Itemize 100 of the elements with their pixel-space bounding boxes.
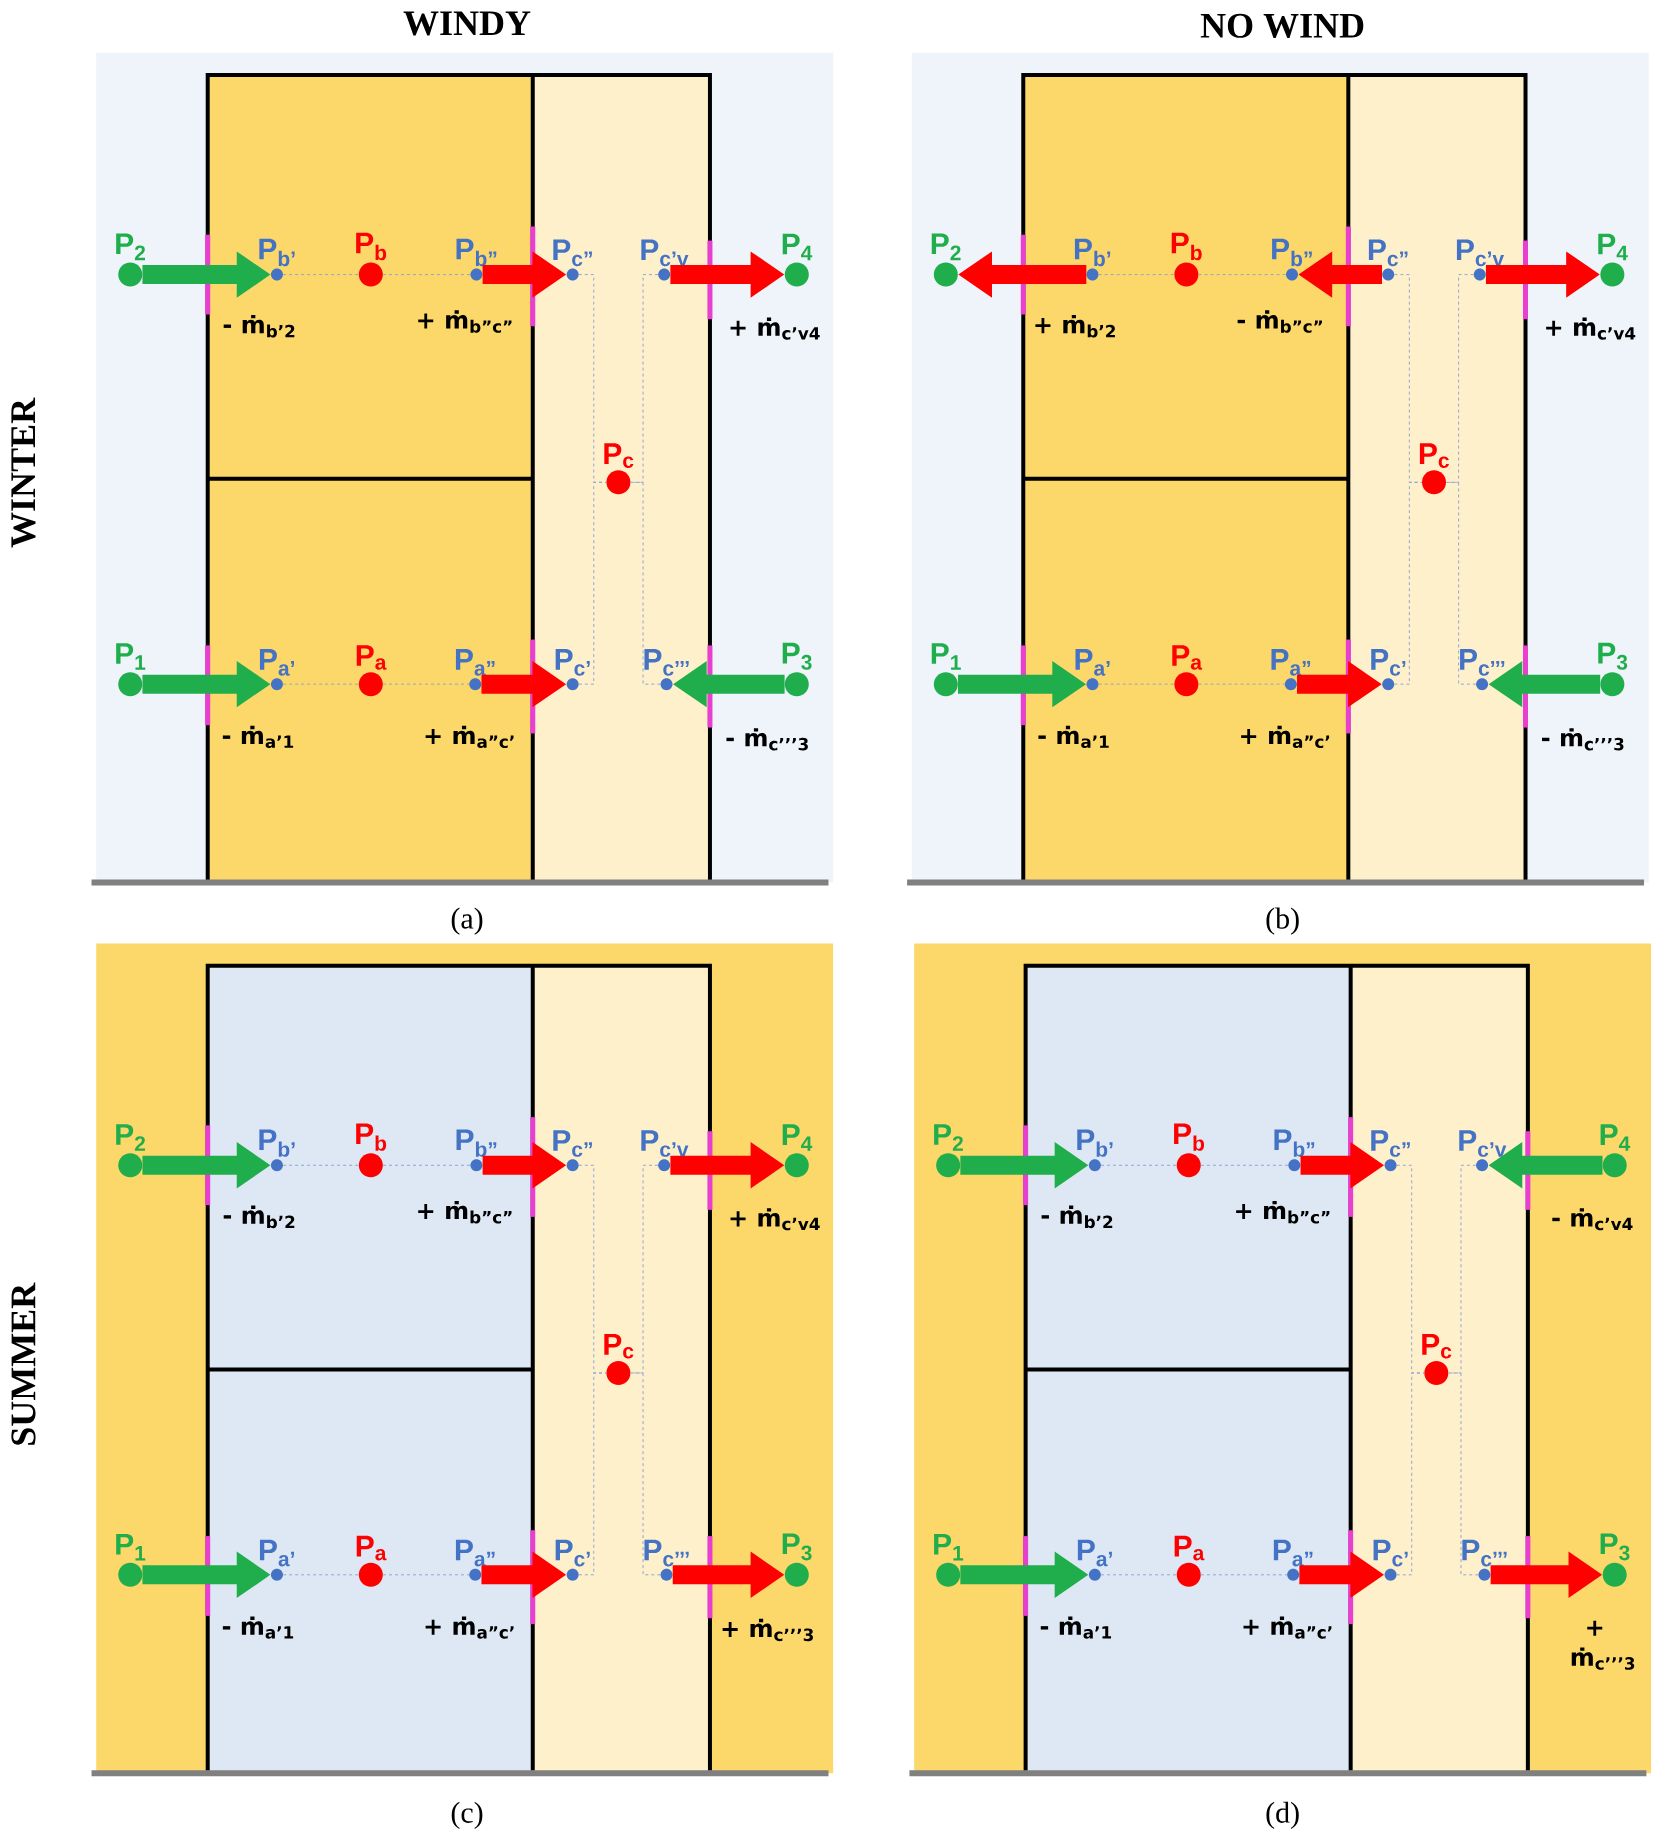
- pressure-point: P$_{1}$: [115, 643, 146, 697]
- flow-label: + ṁ$_{c’v4}$: [1545, 317, 1636, 340]
- dashed-line: [1447, 1372, 1479, 1576]
- pressure-point: P$_{a”}$: [455, 649, 495, 691]
- pressure-point: P$_{2}$: [931, 233, 961, 287]
- dashed-line: [578, 1372, 607, 1576]
- node-label: P$_{c”}$: [553, 1130, 592, 1157]
- node-label: P$_{c}$: [604, 443, 634, 468]
- node-label: P$_{b}$: [1173, 1123, 1204, 1151]
- pressure-point: P$_{c’}$: [555, 1539, 590, 1581]
- flow-label: - ṁ$_{c’v4}$: [1552, 1208, 1633, 1231]
- node-label: P$_{a}$: [356, 1535, 387, 1561]
- node-label: P$_{c’’’}$: [1462, 1539, 1507, 1567]
- node-label: P$_{a’}$: [1077, 1539, 1112, 1567]
- flow-label: + ṁ$_{a”c’}$: [1240, 725, 1329, 749]
- pressure-point: P$_{a}$: [1172, 645, 1202, 697]
- node-label: P$_{a”}$: [1273, 1539, 1313, 1567]
- pressure-point: P$_{c’’’}$: [644, 1539, 689, 1581]
- node-label: P$_{c}$: [1419, 443, 1449, 468]
- flow-label: - ṁ$_{a’1}$: [1040, 1616, 1111, 1639]
- pressure-point: P$_{c’v}$: [1459, 1130, 1507, 1172]
- pressure-point: P$_{c”}$: [1368, 239, 1408, 281]
- dashed-line: [578, 481, 607, 685]
- dashed-line: [1447, 1164, 1477, 1374]
- dashed-line: [1445, 481, 1477, 685]
- node-label: P$_{c}$: [604, 1334, 634, 1359]
- pressure-point: P$_{a’}$: [1075, 649, 1110, 691]
- panel-caption: (a): [451, 907, 483, 935]
- node-label: P$_{1}$: [933, 1533, 963, 1561]
- flow-label: - ṁ$_{b’2}$: [1041, 1205, 1113, 1229]
- pressure-point: P$_{a’}$: [259, 1539, 294, 1581]
- node-label: P$_{3}$: [782, 642, 812, 670]
- dashed-line: [629, 1164, 659, 1374]
- pressure-point: P$_{3}$: [782, 642, 812, 697]
- node-label: P$_{a’}$: [1075, 649, 1110, 676]
- node-label: P$_{c’’’}$: [644, 1539, 689, 1567]
- dashed-line: [282, 683, 359, 685]
- pressure-point: P$_{4}$: [1600, 1124, 1630, 1178]
- dashed-line: [629, 274, 659, 483]
- node-label: P$_{1}$: [115, 643, 146, 670]
- pressure-point: P$_{3}$: [1600, 1533, 1630, 1587]
- dashed-line: [282, 274, 359, 276]
- pressure-point: P$_{c’’’}$: [1462, 1539, 1507, 1581]
- dashed-line: [1197, 274, 1287, 276]
- pressure-point: P$_{b’}$: [259, 238, 295, 281]
- dashed-line: [1393, 481, 1423, 685]
- pressure-point: P$_{b’}$: [1074, 238, 1110, 281]
- pressure-point: P$_{b}$: [1171, 232, 1202, 287]
- pressure-point: P$_{c’}$: [555, 649, 590, 691]
- node-label: P$_{4}$: [782, 1124, 813, 1151]
- flow-label: + ṁ$_{b”c”}$: [1235, 1200, 1330, 1224]
- node-label: P$_{c’}$: [1373, 1539, 1408, 1567]
- node-label: P$_{a’}$: [259, 1539, 294, 1567]
- pressure-point: P$_{a}$: [356, 1535, 387, 1587]
- node-label: P$_{c’}$: [555, 649, 590, 676]
- dashed-line: [1098, 683, 1175, 685]
- node-label: P$_{a”}$: [455, 649, 495, 676]
- node-label: P$_{c’’’}$: [1459, 649, 1505, 676]
- dashed-line: [1098, 274, 1175, 276]
- node-label: P$_{a}$: [1174, 1535, 1205, 1561]
- flow-label: - ṁ$_{a’1}$: [1038, 725, 1109, 749]
- pressure-point: P$_{c”}$: [553, 239, 592, 281]
- pressure-point: P$_{b’}$: [1077, 1129, 1113, 1172]
- node-label: P$_{4}$: [1598, 233, 1628, 261]
- pressure-point: P$_{c’’’}$: [644, 649, 689, 691]
- pressure-point: P$_{c}$: [604, 1334, 634, 1385]
- node-label: P$_{c’v}$: [1456, 239, 1504, 267]
- node-label: P$_{c}$: [1422, 1334, 1452, 1359]
- heading: WINTER: [11, 397, 36, 548]
- dashed-line: [382, 1164, 471, 1166]
- dashed-line: [1200, 1574, 1288, 1576]
- node-label: P$_{c’v}$: [641, 1130, 689, 1157]
- pressure-point: P$_{1}$: [931, 643, 961, 697]
- pressure-point: P$_{2}$: [115, 1124, 145, 1178]
- node-label: P$_{b’}$: [1077, 1129, 1113, 1157]
- dashed-line: [1445, 274, 1474, 483]
- node-label: P$_{4}$: [782, 233, 813, 261]
- node-label: P$_{a”}$: [455, 1539, 495, 1567]
- dashed-line: [282, 1574, 359, 1576]
- flow-label: + ṁ$_{c’’’3}$: [1571, 1620, 1634, 1670]
- pressure-point: P$_{4}$: [1598, 233, 1628, 287]
- node-label: P$_{b’}$: [259, 1129, 295, 1157]
- node-label: P$_{c’}$: [555, 1539, 590, 1567]
- panel-caption: (b): [1266, 907, 1299, 935]
- node-label: P$_{b”}$: [1271, 238, 1312, 267]
- node-label: P$_{b}$: [1171, 232, 1202, 261]
- panel-caption: (c): [451, 1801, 483, 1829]
- heading: SUMMER: [11, 1282, 36, 1445]
- heading: WINDY: [403, 11, 531, 36]
- pressure-point: P$_{2}$: [933, 1124, 963, 1178]
- node-label: P$_{b”}$: [456, 1129, 497, 1157]
- pressure-point: P$_{b”}$: [1271, 238, 1312, 281]
- node-label: P$_{b’}$: [1074, 238, 1110, 267]
- dashed-line: [1100, 1164, 1177, 1166]
- flow-label: + ṁ$_{c’’’3}$: [722, 1618, 813, 1642]
- node-label: P$_{c’’’}$: [644, 649, 689, 676]
- node-label: P$_{b}$: [355, 232, 386, 261]
- dashed-line: [382, 683, 470, 685]
- flow-label: + ṁ$_{b”c”}$: [418, 1200, 512, 1224]
- dashed-line: [1396, 1372, 1425, 1576]
